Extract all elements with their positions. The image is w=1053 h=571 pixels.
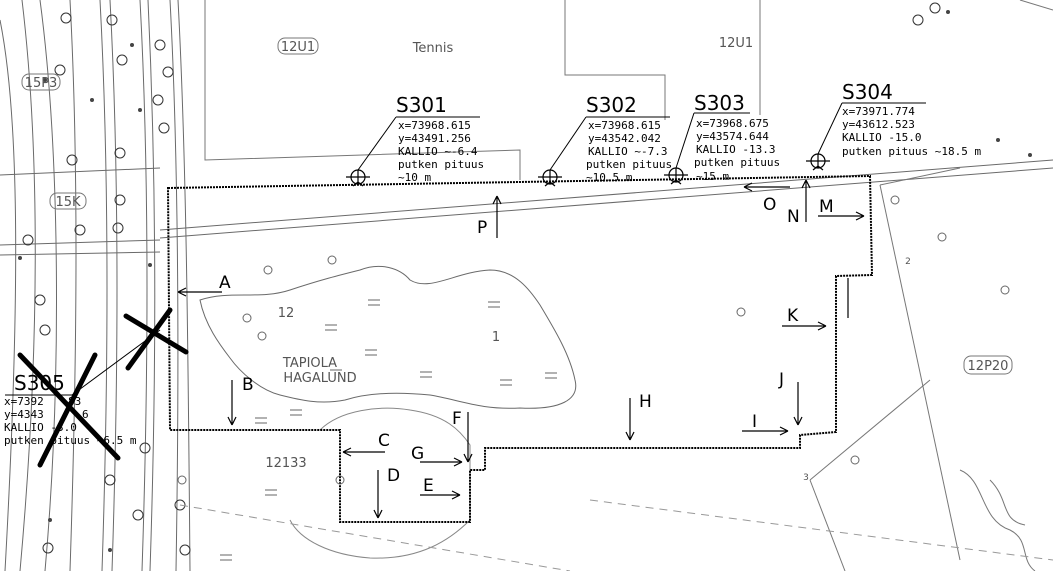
s302-y: y=43542.042 bbox=[588, 132, 661, 145]
view-label-b: B bbox=[242, 375, 254, 395]
tennis-label: Tennis bbox=[412, 41, 454, 56]
lot-number-1: 1 bbox=[492, 330, 500, 345]
s303-putki: putken pituus bbox=[694, 156, 780, 169]
s305-kallio: KALLIO -3.0 bbox=[4, 421, 77, 434]
view-label-m: M bbox=[819, 197, 834, 217]
zone-label-15p3: 15P3 bbox=[25, 76, 58, 91]
view-label-p: P bbox=[477, 218, 487, 238]
view-label-f: F bbox=[452, 409, 462, 429]
zone-labels: 12U1 Tennis 12U1 15P3 15K 12P20 TAPIOLA … bbox=[21, 36, 1013, 483]
area-label-tapiola: TAPIOLA bbox=[282, 356, 337, 371]
s305-y: y=4343 bbox=[4, 408, 44, 421]
view-arrows bbox=[177, 179, 865, 519]
s304-x: x=73971.774 bbox=[842, 105, 915, 118]
s304-kallio: KALLIO -15.0 bbox=[842, 131, 921, 144]
zone-label-12u1-b: 12U1 bbox=[719, 36, 753, 51]
s301-x: x=73968.615 bbox=[398, 119, 471, 132]
borehole-s301-annotation: S301 x=73968.615 y=43491.256 KALLIO ~-6.… bbox=[396, 93, 484, 184]
block-number-label: 12133 bbox=[265, 456, 306, 471]
view-labels: A B C D E F G H I J K M N O P bbox=[219, 195, 834, 496]
s301-length: ~10 m bbox=[398, 171, 431, 184]
borehole-marker-s301 bbox=[346, 169, 370, 187]
borehole-s302-annotation: S302 x=73968.615 y=43542.042 KALLIO ~-7.… bbox=[586, 93, 672, 184]
tree-symbols bbox=[22, 2, 941, 556]
s301-putki: putken pituus bbox=[398, 158, 484, 171]
zone-label-12p20: 12P20 bbox=[968, 359, 1009, 374]
lot-number-2: 2 bbox=[905, 257, 911, 267]
borehole-s304-annotation: S304 x=73971.774 y=43612.523 KALLIO -15.… bbox=[842, 80, 981, 158]
s303-y: y=43574.644 bbox=[696, 130, 769, 143]
s302-x: x=73968.615 bbox=[588, 119, 661, 132]
view-label-h: H bbox=[639, 392, 652, 412]
view-label-o: O bbox=[763, 195, 776, 215]
lot-number-12: 12 bbox=[278, 306, 295, 321]
view-label-k: K bbox=[787, 306, 799, 326]
area-label-hagalund: HAGALUND bbox=[283, 371, 356, 386]
rock-outcrop-outline bbox=[199, 265, 577, 409]
zone-label-12u1-a: 12U1 bbox=[281, 40, 315, 55]
dashed-line bbox=[589, 499, 1053, 561]
view-label-a: A bbox=[219, 273, 231, 293]
s305-x: x=7392 bbox=[4, 395, 44, 408]
view-label-n: N bbox=[787, 207, 800, 227]
site-circles bbox=[177, 195, 1010, 485]
dashed-line-2 bbox=[179, 504, 571, 571]
borehole-id-s302: S302 bbox=[586, 93, 637, 117]
borehole-id-s304: S304 bbox=[842, 80, 893, 104]
s302-kallio: KALLIO ~-7.3 bbox=[588, 145, 667, 158]
s303-kallio: KALLIO -13.3 bbox=[696, 143, 775, 156]
s305-y-tail: 6 bbox=[82, 408, 89, 421]
view-label-d: D bbox=[387, 466, 400, 486]
view-label-c: C bbox=[378, 431, 390, 451]
removed-borehole-cross bbox=[17, 307, 189, 468]
s305-putki: putken pituus ~6.5 m bbox=[4, 434, 137, 447]
zone-label-15k: 15K bbox=[55, 195, 81, 210]
s303-length: ~15 m bbox=[696, 170, 729, 183]
survey-points bbox=[18, 10, 1032, 552]
lot-number-3: 3 bbox=[803, 473, 809, 483]
borehole-marker-s304 bbox=[806, 153, 830, 171]
s301-y: y=43491.256 bbox=[398, 132, 471, 145]
project-boundary bbox=[166, 174, 874, 523]
ground-symbols bbox=[220, 299, 557, 561]
view-label-e: E bbox=[423, 476, 434, 496]
s302-putki: putken pituus bbox=[586, 158, 672, 171]
view-label-j: J bbox=[778, 370, 784, 390]
borehole-id-s301: S301 bbox=[396, 93, 447, 117]
s304-putki: putken pituus ~18.5 m bbox=[842, 145, 981, 158]
s301-kallio: KALLIO ~-6.4 bbox=[398, 145, 478, 158]
borehole-id-s303: S303 bbox=[694, 91, 745, 115]
borehole-marker-s302 bbox=[538, 169, 562, 187]
borehole-s303-annotation: S303 x=73968.675 y=43574.644 KALLIO -13.… bbox=[694, 91, 780, 183]
s304-y: y=43612.523 bbox=[842, 118, 915, 131]
s302-length: ~10.5 m bbox=[586, 171, 633, 184]
view-label-i: I bbox=[752, 412, 757, 432]
view-label-g: G bbox=[411, 444, 424, 464]
s303-x: x=73968.675 bbox=[696, 117, 769, 130]
property-lines bbox=[204, 0, 1053, 571]
